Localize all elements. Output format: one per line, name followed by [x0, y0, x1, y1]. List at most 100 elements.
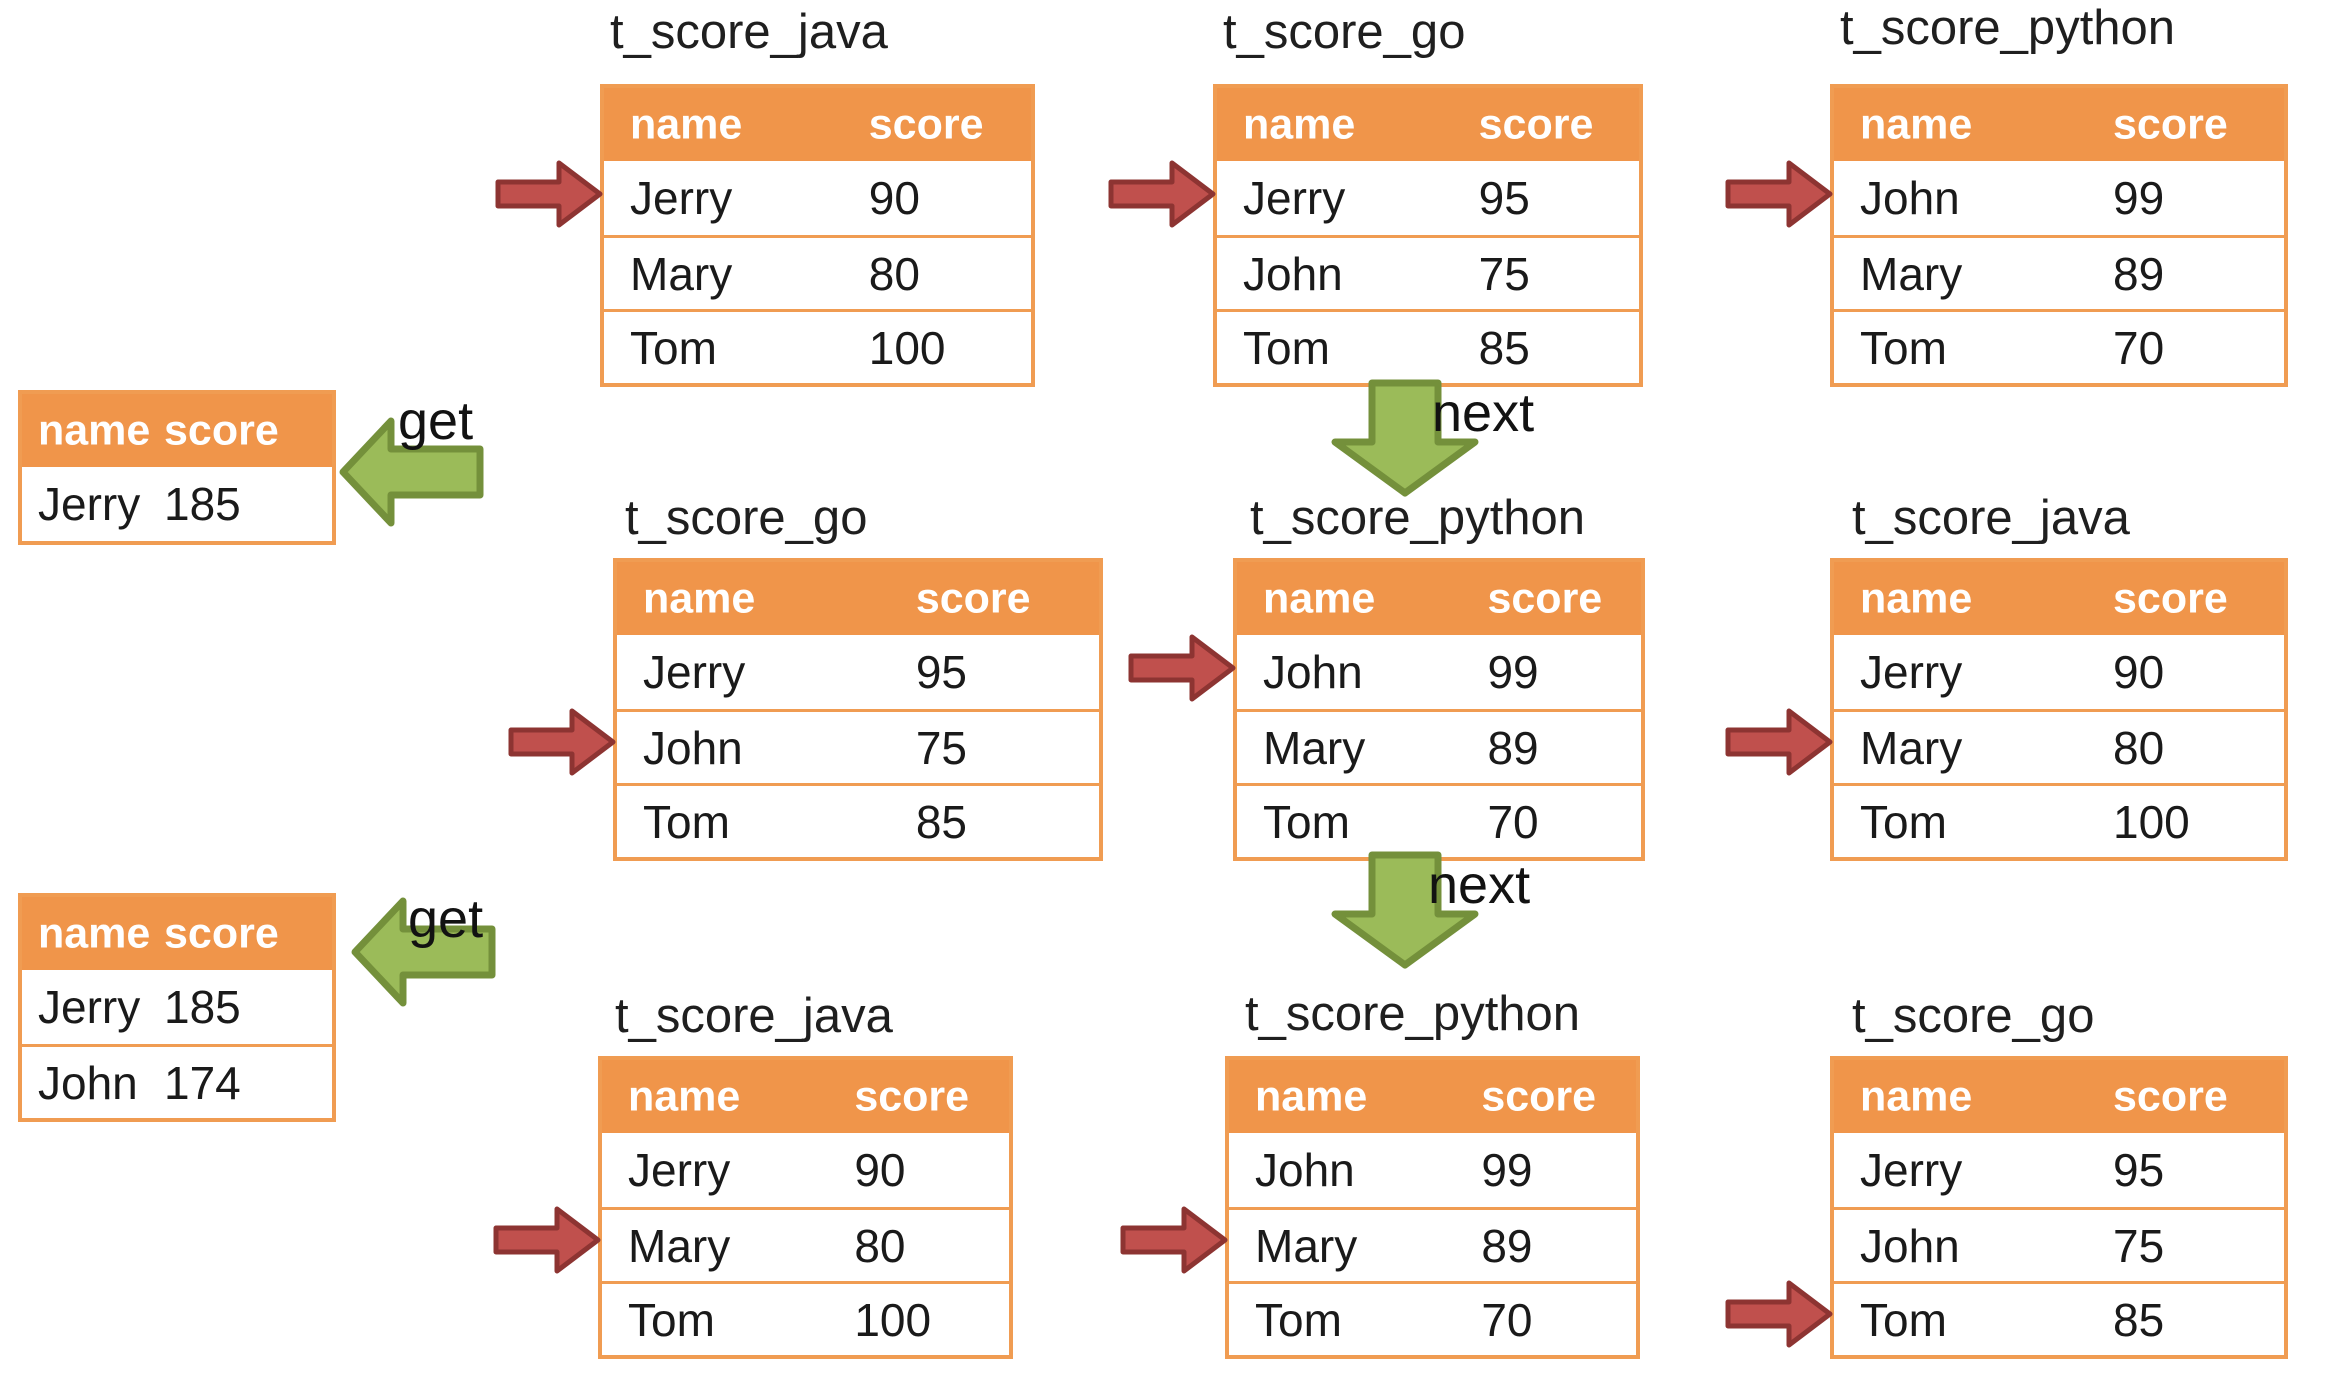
- cell-name: Mary: [1860, 721, 1963, 774]
- table-title: t_score_java: [1852, 491, 2130, 545]
- column-header-score: score: [854, 1072, 970, 1120]
- cell-score: 100: [2113, 795, 2190, 848]
- red-pointer-arrow-icon: [1120, 1206, 1228, 1274]
- column-header-name: name: [1243, 100, 1356, 148]
- table-header: name score: [1834, 562, 2284, 635]
- cell-name: Jerry: [1860, 1144, 1963, 1196]
- table-header: name score: [22, 394, 332, 467]
- cell-score: 100: [854, 1293, 932, 1346]
- cell-score: 90: [854, 1144, 906, 1196]
- get-arrow-icon: [339, 417, 484, 527]
- table-header: name score: [1834, 88, 2284, 161]
- table-row: John 75: [1217, 235, 1639, 309]
- score-table: name score Jerry 95 John 75 Tom 85: [1830, 1056, 2288, 1359]
- table-row: Tom 100: [604, 309, 1031, 383]
- cell-name: Jerry: [1243, 172, 1346, 224]
- cell-score: 70: [1487, 795, 1539, 848]
- table-header: name score: [1237, 562, 1641, 635]
- score-table: name score Jerry 90 Mary 80 Tom 100: [600, 84, 1035, 387]
- table-header: name score: [1217, 88, 1639, 161]
- table-row: Mary 89: [1834, 235, 2284, 309]
- cell-name: John: [1860, 1219, 1960, 1272]
- table-row: Tom 70: [1229, 1281, 1636, 1355]
- cell-score: 75: [2113, 1219, 2165, 1272]
- column-header-score: score: [2113, 574, 2228, 622]
- cell-score: 95: [915, 646, 967, 698]
- cell-score: 85: [2113, 1293, 2165, 1346]
- table-title: t_score_python: [1245, 987, 1581, 1041]
- table-header: name score: [604, 88, 1031, 161]
- column-header-score: score: [2113, 1072, 2228, 1120]
- table-row: Tom 85: [617, 783, 1099, 857]
- score-table: name score Jerry 90 Mary 80 Tom 100: [1830, 558, 2288, 861]
- cell-score: 75: [1478, 247, 1530, 300]
- table-row: Tom 100: [602, 1281, 1009, 1355]
- column-header-name: name: [1860, 100, 1973, 148]
- column-header-score: score: [915, 574, 1031, 622]
- cell-name: Jerry: [38, 981, 141, 1033]
- column-header-name: name: [1255, 1072, 1368, 1120]
- score-table: name score John 99 Mary 89 Tom 70: [1233, 558, 1645, 861]
- table-row: Jerry 95: [617, 635, 1099, 709]
- next-arrow-icon: [1331, 379, 1479, 497]
- cell-score: 99: [1481, 1144, 1533, 1196]
- cell-score: 90: [868, 172, 920, 224]
- table-row: Mary 89: [1229, 1207, 1636, 1281]
- cell-score: 80: [2113, 721, 2165, 774]
- red-pointer-arrow-icon: [1725, 160, 1833, 228]
- cell-score: 174: [164, 1056, 241, 1109]
- cell-score: 89: [1481, 1219, 1533, 1272]
- table-row: Jerry 90: [1834, 635, 2284, 709]
- column-header-score: score: [1478, 100, 1594, 148]
- cell-score: 70: [1481, 1293, 1533, 1346]
- cell-name: Tom: [630, 321, 717, 374]
- column-header-name: name: [643, 574, 756, 622]
- get-label: get: [408, 889, 484, 949]
- cell-score: 185: [164, 981, 241, 1033]
- cell-score: 95: [1478, 172, 1530, 224]
- red-pointer-arrow-icon: [1725, 708, 1833, 776]
- cell-score: 80: [854, 1219, 906, 1272]
- table-row: Tom 100: [1834, 783, 2284, 857]
- table-title: t_score_java: [610, 5, 888, 59]
- table-row: Mary 80: [1834, 709, 2284, 783]
- cell-score: 185: [164, 478, 241, 530]
- cell-score: 75: [915, 721, 967, 774]
- cell-name: Mary: [1263, 721, 1366, 774]
- cell-name: Tom: [1860, 321, 1947, 374]
- table-header: name score: [1834, 1060, 2284, 1133]
- column-header-name: name: [628, 1072, 741, 1120]
- cell-score: 89: [2113, 247, 2165, 300]
- cell-name: Jerry: [38, 478, 141, 530]
- cell-score: 89: [1487, 721, 1539, 774]
- score-table: name score Jerry 95 John 75 Tom 85: [613, 558, 1103, 861]
- cell-name: John: [643, 721, 743, 774]
- cell-name: John: [1860, 172, 1960, 224]
- cell-score: 80: [868, 247, 920, 300]
- cell-score: 85: [1478, 321, 1530, 374]
- cell-name: Tom: [1860, 795, 1947, 848]
- table-row: John 75: [1834, 1207, 2284, 1281]
- table-row: Mary 80: [604, 235, 1031, 309]
- cell-score: 100: [868, 321, 946, 374]
- table-row: Mary 89: [1237, 709, 1641, 783]
- table-title: t_score_java: [615, 989, 893, 1043]
- table-row: Jerry 185: [22, 467, 332, 541]
- next-label: next: [1428, 855, 1531, 915]
- cell-name: Mary: [1255, 1219, 1358, 1272]
- score-table: name score John 99 Mary 89 Tom 70: [1830, 84, 2288, 387]
- cell-name: Mary: [630, 247, 733, 300]
- column-header-score: score: [1481, 1072, 1597, 1120]
- cell-score: 99: [1487, 646, 1539, 698]
- cell-score: 90: [2113, 646, 2165, 698]
- table-row: John 99: [1229, 1133, 1636, 1207]
- column-header-score: score: [164, 909, 279, 957]
- red-pointer-arrow-icon: [493, 1206, 601, 1274]
- table-header: name score: [22, 897, 332, 970]
- column-header-score: score: [164, 406, 279, 454]
- cell-name: Mary: [1860, 247, 1963, 300]
- table-row: John 99: [1237, 635, 1641, 709]
- table-title: t_score_python: [1250, 491, 1586, 545]
- cell-name: John: [1255, 1144, 1355, 1196]
- table-row: John 99: [1834, 161, 2284, 235]
